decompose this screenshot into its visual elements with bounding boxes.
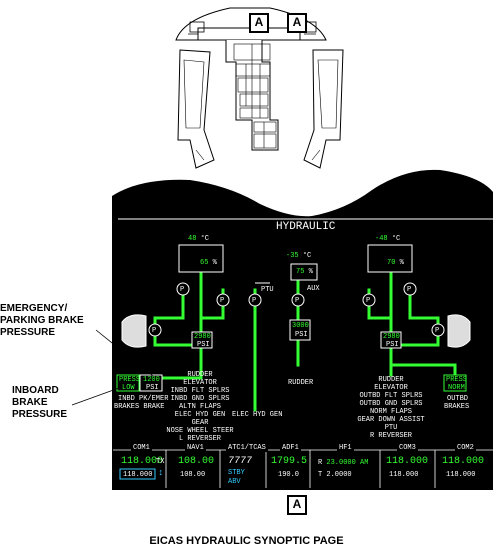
nav1-active[interactable]: 108.00 [178,456,215,467]
nav1-title: NAV1 [185,444,206,452]
screen-title: HYDRAULIC [276,221,336,233]
nav1-standby[interactable]: 108.00 [180,471,206,479]
atc-code[interactable]: 7777 [228,456,253,467]
center-qty: 75 % [296,268,313,276]
brake-press-low-2: LOW [122,384,135,392]
com1-title: COM1 [131,444,152,452]
left-consumer: NOSE WHEEL STEER [166,427,234,435]
right-consumers: RUDDER ELEVATOR OUTBD FLT SPLRS OUTBD GN… [346,376,436,440]
hf1-t-row: T 2.0000 [318,471,352,479]
right-consumer: ELEVATOR [374,384,408,392]
right-consumer: GEAR DOWN ASSIST [357,416,425,424]
right-pump-1: P [366,297,371,305]
left-consumer: ELEVATOR [183,379,217,387]
outbd-brakes-1: OUTBD [447,395,469,403]
center-psi-value: 3000 [292,322,309,330]
right-psi-value: 2980 [383,333,400,341]
center-psi-unit: PSI [295,331,308,339]
right-consumer: RUDDER [378,376,404,384]
annotation-inboard-brake: INBOARD BRAKE PRESSURE [12,385,67,421]
annotation-line: EMERGENCY/ [0,303,68,314]
annotation-line: PARKING BRAKE [0,315,84,326]
atc-mode-stby[interactable]: STBY [228,469,245,477]
com2-standby[interactable]: 118.000 [446,471,476,479]
right-consumer: R REVERSER [369,432,412,440]
com3-active[interactable]: 118.000 [386,456,429,467]
center-temp: -35 °C [286,252,312,260]
callout-box-bottom-label: A [292,497,302,511]
left-consumer: RUDDER [187,371,213,379]
com3-title: COM3 [397,444,418,452]
callout-box-right-label: A [292,15,302,29]
adf1-active[interactable]: 1799.5 [271,456,308,467]
brake-labels-2: BRAKES BRAKE [114,403,165,411]
hf1-r-row: R 23.0000 AM [318,459,369,467]
left-consumer: INBD FLT SPLRS [170,387,230,395]
aux-label: AUX [307,285,320,293]
elec-hyd-gen-label: ELEC HYD GEN [232,411,283,419]
right-consumer: OUTBD FLT SPLRS [359,392,423,400]
left-pump-3: P [252,297,257,305]
com2-title: COM2 [455,444,476,452]
press-norm-1: PRESS [446,376,468,384]
right-consumer: NORM FLAPS [369,408,412,416]
callout-box-left-label: A [254,15,264,29]
callout-box-right [287,13,307,33]
hf1-title: HF1 [337,444,354,452]
brake-psi-value: 1200 [143,376,160,384]
annotation-line: INBOARD [12,385,59,396]
callout-box-bottom [287,495,307,515]
center-pump: P [295,297,300,305]
left-consumer: L REVERSER [178,435,221,443]
annotation-line: PRESSURE [0,327,56,338]
annotation-line: BRAKE [12,397,48,408]
ptu-label: PTU [261,286,274,294]
swap-arrows-icon[interactable]: ↕ [158,468,164,478]
com3-standby[interactable]: 118.000 [389,471,419,479]
adf1-standby[interactable]: 190.0 [278,471,300,479]
left-pump-1: P [180,286,185,294]
left-consumer: GEAR [191,419,209,427]
brake-press-low-1: PRESS [119,376,141,384]
atc-mode-abv[interactable]: ABV [228,478,241,486]
com2-active[interactable]: 118.000 [442,456,485,467]
atc-title: ATC1/TCAS [226,444,268,452]
outbd-brakes-2: BRAKES [444,403,470,411]
right-temp: -48 °C [375,235,401,243]
left-pump-eng: P [152,327,157,335]
com1-tx: TX [156,458,165,466]
brake-psi-unit: PSI [146,384,159,392]
com1-standby[interactable]: 118.000 [123,471,153,479]
left-psi-value: 2980 [194,333,211,341]
left-temp: 48 °C [188,235,210,243]
left-consumer: ALTN FLAPS [178,403,221,411]
annotation-line: PRESSURE [12,409,68,420]
right-pump-2: P [407,286,412,294]
left-pump-2: P [220,297,225,305]
left-consumer: ELEC HYD GEN [174,411,226,419]
center-consumer: RUDDER [288,379,314,387]
right-consumer: OUTBD GND SPLRS [359,400,423,408]
left-consumers: RUDDER ELEVATOR INBD FLT SPLRS INBD GND … [155,371,245,443]
left-consumer: INBD GND SPLRS [170,395,230,403]
annotation-emergency-brake: EMERGENCY/ PARKING BRAKE PRESSURE [0,303,84,339]
figure-caption: EICAS HYDRAULIC SYNOPTIC PAGE [149,535,344,547]
com1-active[interactable]: 118.000 [121,456,164,467]
callout-box-left [249,13,269,33]
right-psi-unit: PSI [386,341,399,349]
right-consumer: PTU [384,424,398,432]
adf1-title: ADF1 [280,444,301,452]
press-norm-2: NORM [448,384,465,392]
brake-labels-1: INBD PK/EMER [118,395,169,403]
left-qty: 65 % [200,259,217,267]
right-pump-eng: P [435,327,440,335]
right-qty: 70 % [387,259,404,267]
left-psi-unit: PSI [197,341,210,349]
cockpit-panel-diagram [175,7,344,169]
